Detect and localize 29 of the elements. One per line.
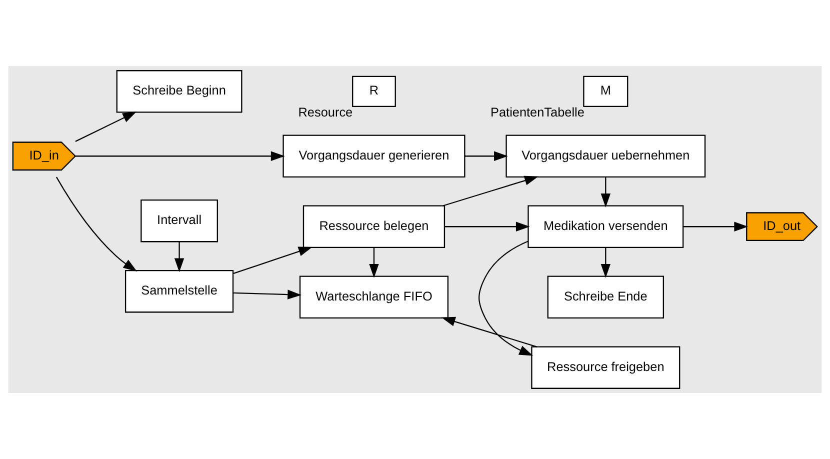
node-label: Resource — [298, 104, 353, 120]
node-box: Intervall — [140, 199, 218, 242]
arrow — [600, 248, 611, 278]
node-box: R — [352, 76, 396, 108]
arrow — [600, 177, 611, 208]
arrow — [75, 151, 285, 161]
arrow — [234, 290, 302, 300]
node-box: Schreibe Ende — [547, 276, 664, 318]
arrow — [233, 246, 312, 274]
arrow — [369, 248, 379, 278]
arrow — [464, 151, 508, 161]
arrow — [444, 222, 530, 232]
arrow — [683, 222, 748, 232]
node-label: PatientenTabelle — [490, 104, 584, 120]
node-box: Ressource freigeben — [531, 346, 680, 389]
node-box: M — [583, 76, 628, 108]
arrow — [75, 112, 137, 142]
arrow — [441, 316, 537, 348]
arrow — [56, 176, 138, 272]
node-box: Vorgangsdauer uebernehmen — [506, 134, 706, 178]
arrow — [174, 242, 184, 272]
node-box: Medikation versenden — [528, 205, 684, 248]
node-box: Vorgangsdauer generieren — [282, 134, 466, 178]
node-box: Sammelstelle — [124, 270, 234, 313]
node-box: Warteschlange FIFO — [299, 276, 448, 318]
node-box: Ressource belegen — [302, 205, 446, 248]
arrow — [478, 240, 534, 356]
node-box: Schreibe Beginn — [116, 70, 242, 113]
arrow — [442, 176, 538, 206]
